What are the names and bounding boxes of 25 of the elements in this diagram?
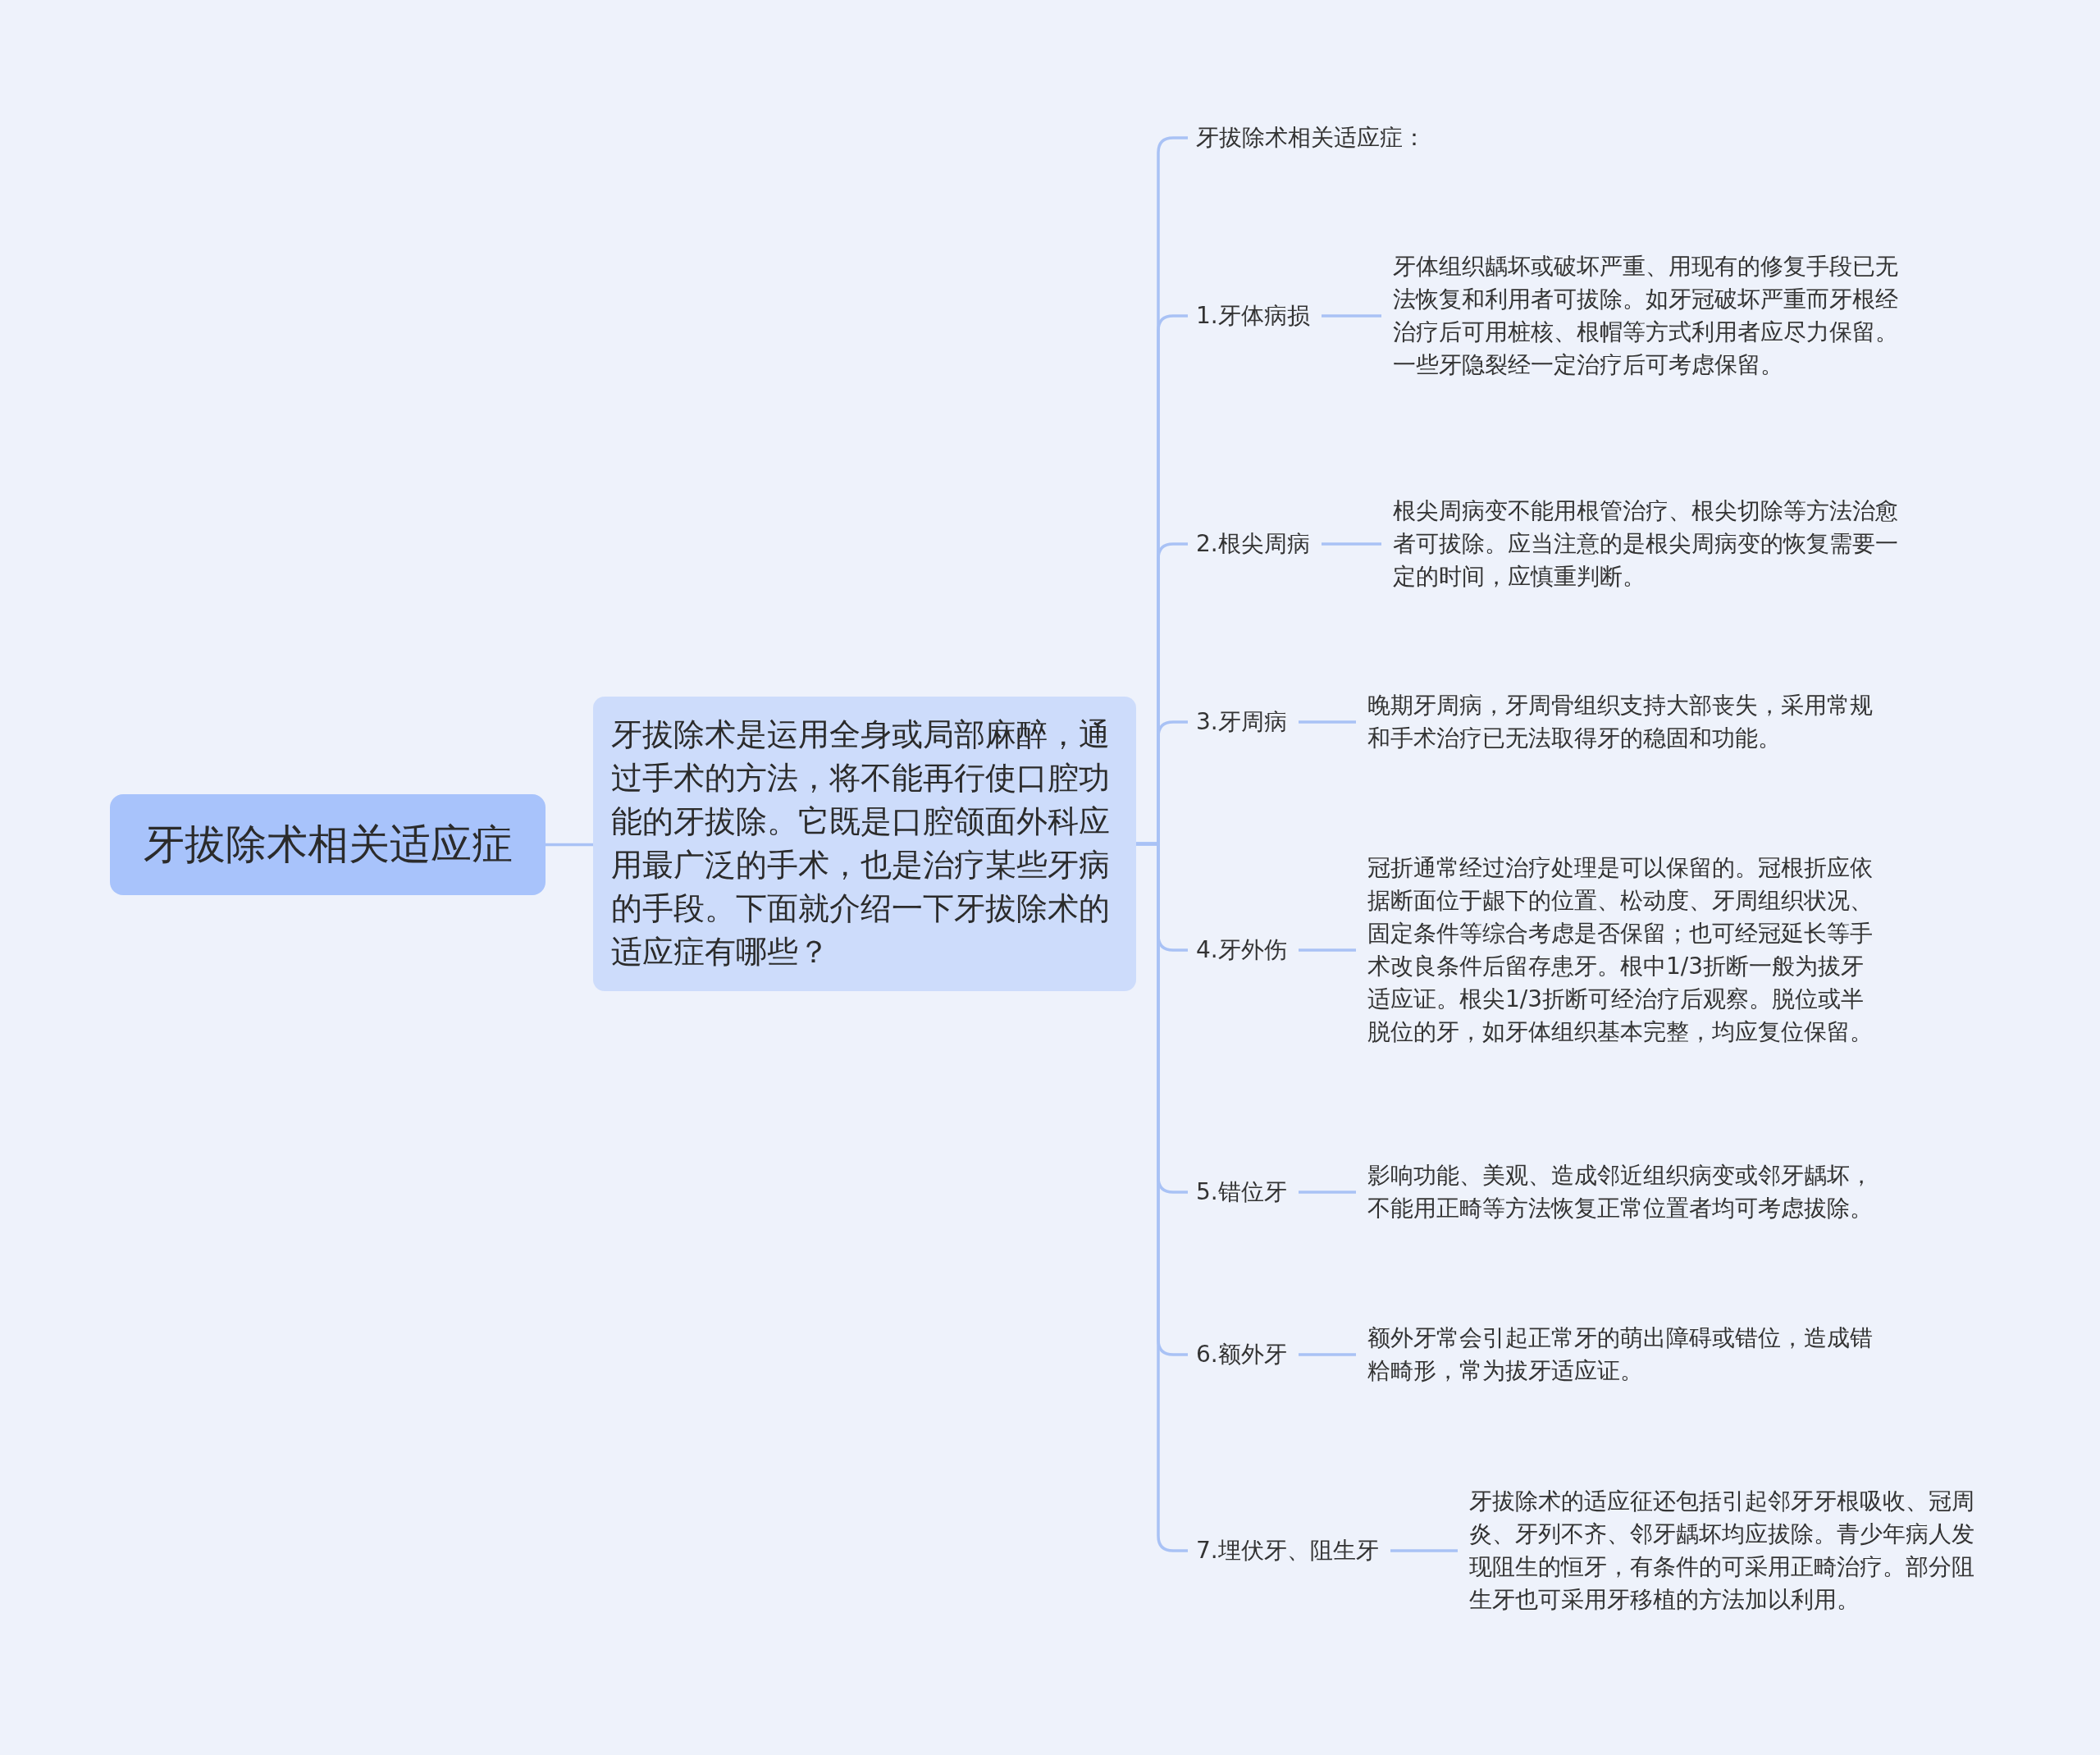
connector-line [1299, 720, 1356, 724]
connector-line [1390, 1549, 1458, 1552]
connector-line [1322, 542, 1381, 546]
branch-label: 2.根尖周病 [1196, 528, 1310, 560]
note-text: 根尖周病变不能用根管治疗、根尖切除等方法治愈者可拔除。应当注意的是根尖周病变的恢复需要一定的时间，应慎重判断。 [1393, 495, 1910, 593]
branch-label: 5.错位牙 [1196, 1176, 1287, 1209]
note-text: 影响功能、美观、造成邻近组织病变或邻牙龋坏，不能用正畸等方法恢复正常位置者均可考虑拔除。 [1367, 1159, 1884, 1225]
note-text: 晚期牙周病，牙周骨组织支持大部丧失，采用常规和手术治疗已无法取得牙的稳固和功能。 [1367, 689, 1884, 755]
topic-box: 牙拔除术是运用全身或局部麻醉，通过手术的方法，将不能再行使口腔功能的牙拔除。它既是口腔颌面外科应用最广泛的手术，也是治疗某些牙病的手段。下面就介绍一下牙拔除术的适应症有哪些？ [593, 697, 1136, 991]
branch-label: 7.埋伏牙、阻生牙 [1196, 1534, 1379, 1567]
branch-label: 4.牙外伤 [1196, 934, 1287, 967]
connector-line [546, 843, 593, 847]
branch-label: 1.牙体病损 [1196, 299, 1310, 332]
branch-label: 6.额外牙 [1196, 1338, 1287, 1371]
note-text: 额外牙常会引起正常牙的萌出障碍或错位，造成错粭畸形，常为拔牙适应证。 [1367, 1322, 1884, 1387]
note-text: 牙体组织龋坏或破坏严重、用现有的修复手段已无法恢复和利用者可拔除。如牙冠破坏严重而牙根经治疗后可用桩核、根帽等方式利用者应尽力保留。一些牙隐裂经一定治疗后可考虑保留。 [1393, 250, 1910, 382]
note-text: 牙拔除术的适应征还包括引起邻牙牙根吸收、冠周炎、牙列不齐、邻牙龋坏均应拔除。青少年病人发现阻生的恒牙，有条件的可采用正畸治疗。部分阻生牙也可采用牙移植的方法加以利用。 [1469, 1485, 1986, 1616]
note-text: 冠折通常经过治疗处理是可以保留的。冠根折应依据断面位于龈下的位置、松动度、牙周组织状况、固定条件等综合考虑是否保留；也可经冠延长等手术改良条件后留存患牙。根中1/3折断一般为拔牙适应证。根尖1/3折断可经治疗后观察。脱位或半脱位的牙，如牙体组织基本完整，均应复位保留。 [1367, 852, 1884, 1049]
connector-line [1299, 1353, 1356, 1356]
central-topic-box: 牙拔除术相关适应症 [110, 794, 546, 895]
connector-line [1322, 314, 1381, 318]
connector-line [1299, 948, 1356, 952]
branch-label: 3.牙周病 [1196, 706, 1287, 738]
branch-label: 牙拔除术相关适应症： [1196, 121, 1426, 154]
connector-line [1299, 1191, 1356, 1194]
